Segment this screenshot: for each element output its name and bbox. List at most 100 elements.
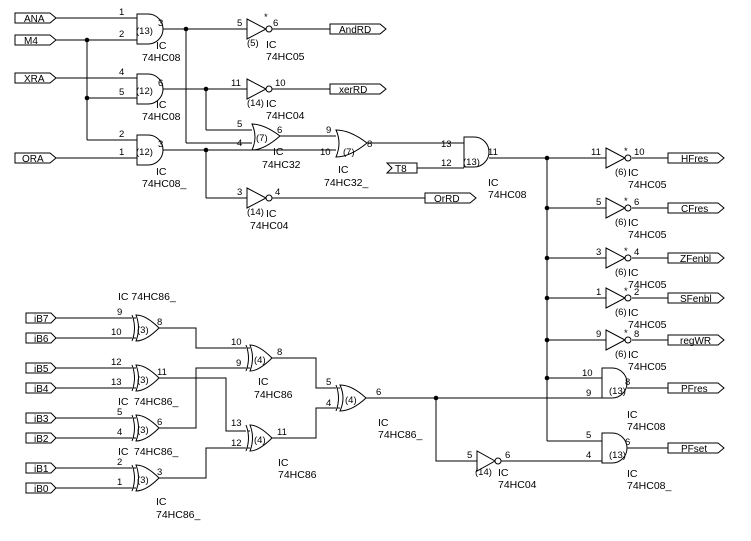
port-ib7[interactable]: iB7 <box>25 312 57 325</box>
open-drain-mark: * <box>264 12 268 23</box>
port-ora[interactable]: ORA <box>14 152 57 165</box>
port-label: iB7 <box>34 314 49 325</box>
pin-number: 10 <box>275 78 286 89</box>
junction-dot <box>84 95 90 101</box>
ic-label: IC <box>266 39 277 51</box>
port-label: XRA <box>24 74 45 85</box>
open-drain-mark: * <box>624 246 628 257</box>
unit-label: (6) <box>615 267 627 278</box>
part-number: 74HC05 <box>266 51 305 63</box>
pin-number: 11 <box>277 427 287 438</box>
port-orrd[interactable]: OrRD <box>424 192 477 205</box>
pin-number: 5 <box>117 407 122 418</box>
and-gate-1[interactable]: (13) 1 2 3 IC 74HC08 <box>119 7 181 64</box>
pin-number: 6 <box>376 387 381 398</box>
inverter-xerrd[interactable]: 11 10 (14) IC 74HC04 <box>231 78 305 122</box>
pin-number: 8 <box>367 139 372 150</box>
pin-number: 8 <box>157 317 162 328</box>
xor-gate-1[interactable]: (3) 9 10 8 IC 74HC86_ <box>111 291 176 342</box>
inverter-sfenbl[interactable]: * 1 2 (6) IC 74HC05 <box>596 286 667 331</box>
inverter-hfres[interactable]: * 11 10 (6) IC 74HC05 <box>591 146 667 191</box>
xor-gate-5[interactable]: (4) 10 9 8 IC 74HC86 <box>231 337 293 401</box>
port-ib4[interactable]: iB4 <box>25 382 57 395</box>
port-ana[interactable]: ANA <box>14 12 57 25</box>
pin-number: 8 <box>634 329 639 340</box>
unit-label: (13) <box>609 386 626 397</box>
port-ib6[interactable]: iB6 <box>25 332 57 345</box>
port-andrd[interactable]: AndRD <box>329 23 387 36</box>
port-label: xerRD <box>339 85 367 96</box>
inverter-cfres[interactable]: * 5 6 (6) IC 74HC05 <box>596 196 667 241</box>
port-hfres[interactable]: HFres <box>667 152 725 165</box>
unit-label: (4) <box>254 435 266 446</box>
or-gate-1[interactable]: (7) 5 4 6 IC 74HC32 <box>237 119 301 171</box>
part-number: 74HC08 <box>488 189 527 201</box>
xor-gate-2[interactable]: (3) 12 13 11 IC 74HC86_ <box>111 357 179 408</box>
pin-number: 1 <box>596 287 601 298</box>
junction-dot <box>544 337 550 343</box>
inverter-regwr[interactable]: * 9 8 (6) IC 74HC05 <box>596 328 667 373</box>
xor-gate-6[interactable]: (4) 13 12 11 IC 74HC86 <box>231 418 317 481</box>
and-gate-4[interactable]: (13) 13 12 11 IC 74HC08 <box>441 136 527 201</box>
pin-number: 4 <box>586 450 591 461</box>
junction-dot <box>544 295 550 301</box>
port-label: AndRD <box>339 25 371 36</box>
port-t8[interactable]: T8 <box>385 162 418 175</box>
pin-number: 3 <box>158 139 163 150</box>
part-number: 74HC08_ <box>627 480 672 492</box>
port-label: M4 <box>24 36 38 47</box>
or-gate-2[interactable]: (7) 9 10 8 IC 74HC32_ <box>320 125 372 189</box>
pin-number: 5 <box>326 377 331 388</box>
unit-label: (12) <box>136 86 153 97</box>
port-ib3[interactable]: iB3 <box>25 412 57 425</box>
pin-number: 12 <box>441 158 452 169</box>
port-label: iB1 <box>34 464 49 475</box>
inverter-parity[interactable]: 5 6 (14) IC 74HC04 <box>467 450 537 491</box>
part-number: 74HC04 <box>266 110 305 122</box>
open-drain-mark: * <box>624 196 628 207</box>
inverter-orrd[interactable]: 3 4 (14) IC 74HC04 <box>237 187 289 232</box>
xor-gate-3[interactable]: (3) 5 4 6 IC 74HC86_ <box>117 407 179 458</box>
inverter-andrd[interactable]: * 5 6 (5) IC 74HC05 <box>237 12 305 63</box>
unit-label: (5) <box>247 38 259 49</box>
part-number: IC 74HC86_ <box>118 291 176 303</box>
port-regwr[interactable]: regWR <box>667 334 725 347</box>
port-m4[interactable]: M4 <box>14 34 57 47</box>
pin-number: 5 <box>237 119 242 130</box>
port-ib2[interactable]: iB2 <box>25 432 57 445</box>
port-pfres[interactable]: PFres <box>667 382 725 395</box>
junction-dot <box>203 147 209 153</box>
port-zfenbl[interactable]: ZFenbl <box>667 252 725 265</box>
port-xra[interactable]: XRA <box>14 72 57 85</box>
pin-number: 5 <box>467 450 472 461</box>
xor-gate-7[interactable]: (4) 5 4 6 IC 74HC86_ <box>326 377 423 441</box>
and-gate-2[interactable]: (12) 4 5 6 IC 74HC08 <box>119 67 181 123</box>
part-number: 74HC04 <box>498 479 537 491</box>
output-ports: AndRD xerRD OrRD HFres CFres ZFenbl SFen… <box>329 23 725 455</box>
port-xerrd[interactable]: xerRD <box>329 83 387 96</box>
and-gate-3[interactable]: (12) 2 1 3 IC 74HC08_ <box>119 129 187 190</box>
unit-label: (3) <box>137 475 149 486</box>
port-sfenbl[interactable]: SFenbl <box>667 292 725 305</box>
port-ib1[interactable]: iB1 <box>25 462 57 475</box>
unit-label: (14) <box>247 98 264 109</box>
inverter-zfenbl[interactable]: * 3 4 (6) IC 74HC05 <box>596 246 667 291</box>
part-number: 74HC08 <box>627 421 666 433</box>
and-gate-5[interactable]: (13) 10 9 8 IC 74HC08 <box>582 367 666 433</box>
pin-number: 12 <box>231 438 242 449</box>
port-cfres[interactable]: CFres <box>667 202 725 215</box>
part-number: 74HC05 <box>628 229 667 241</box>
port-ib5[interactable]: iB5 <box>25 362 57 375</box>
pin-number: 11 <box>231 78 241 89</box>
pin-number: 4 <box>117 427 122 438</box>
port-label: OrRD <box>434 194 460 205</box>
xor-gate-4[interactable]: (3) 2 1 3 IC 74HC86_ <box>117 457 201 521</box>
ic-label: IC <box>156 99 167 111</box>
and-gate-6[interactable]: (13) 5 4 6 IC 74HC08_ <box>586 430 672 492</box>
pin-number: 3 <box>596 247 601 258</box>
port-label: HFres <box>681 154 708 165</box>
part-number: 74HC86_ <box>134 446 179 458</box>
port-pfset[interactable]: PFset <box>667 442 725 455</box>
port-ib0[interactable]: iB0 <box>25 482 57 495</box>
pin-number: 11 <box>488 147 498 158</box>
